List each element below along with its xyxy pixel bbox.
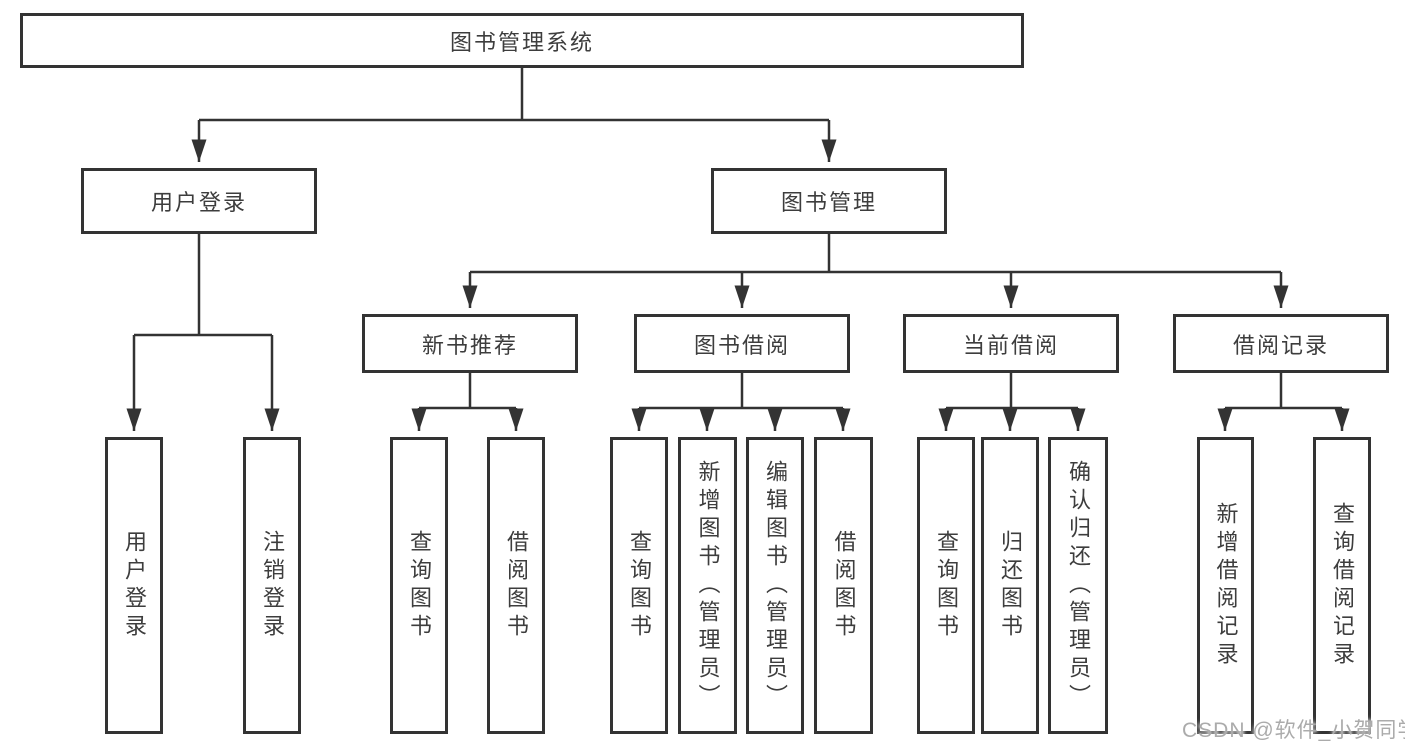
leaf-borrow-add-books-admin: 新增图书（管理员） xyxy=(678,437,737,734)
node-book-borrowing: 图书借阅 xyxy=(634,314,850,373)
leaf-borrow-borrow-books: 借阅图书 xyxy=(814,437,873,734)
leaf-current-query-books: 查询图书 xyxy=(917,437,975,734)
leaf-current-return-books: 归还图书 xyxy=(981,437,1039,734)
leaf-records-query-borrow-record: 查询借阅记录 xyxy=(1313,437,1371,734)
leaf-borrow-query-books: 查询图书 xyxy=(610,437,668,734)
leaf-rec-borrow-books: 借阅图书 xyxy=(487,437,545,734)
leaf-borrow-edit-books-admin: 编辑图书（管理员） xyxy=(746,437,804,734)
root-node-library-management-system: 图书管理系统 xyxy=(20,13,1024,68)
csdn-watermark: CSDN @软件_小贺同学 xyxy=(1182,719,1405,742)
leaf-user-login: 用户登录 xyxy=(105,437,163,734)
node-book-management: 图书管理 xyxy=(711,168,947,234)
leaf-records-add-borrow-record: 新增借阅记录 xyxy=(1197,437,1254,734)
node-borrowing-records: 借阅记录 xyxy=(1173,314,1389,373)
leaf-logout: 注销登录 xyxy=(243,437,301,734)
node-new-book-recommendation: 新书推荐 xyxy=(362,314,578,373)
node-current-borrowing: 当前借阅 xyxy=(903,314,1119,373)
node-user-login: 用户登录 xyxy=(81,168,317,234)
leaf-rec-query-books: 查询图书 xyxy=(390,437,448,734)
leaf-current-confirm-return-admin: 确认归还（管理员） xyxy=(1048,437,1108,734)
